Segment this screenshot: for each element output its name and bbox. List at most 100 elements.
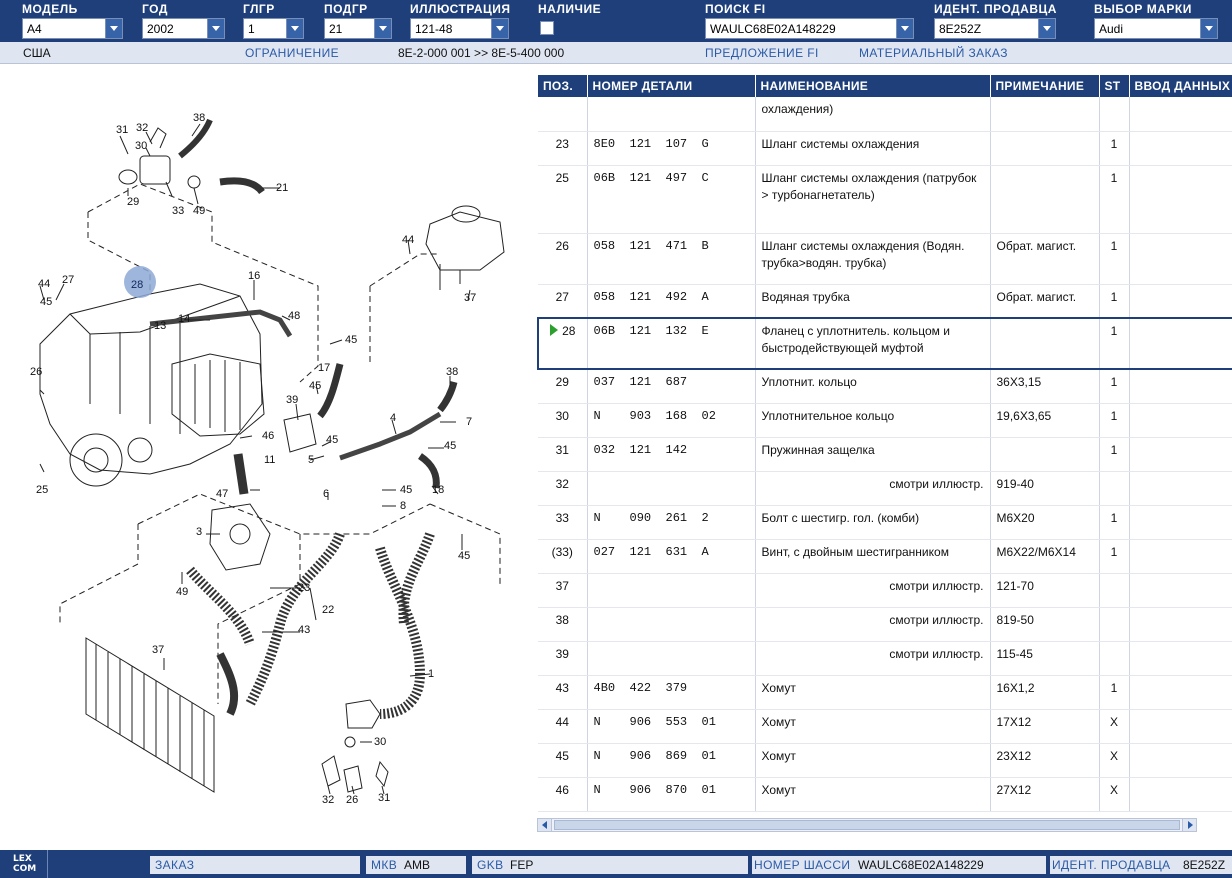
cell-data-entry[interactable] — [1129, 97, 1232, 132]
callout-label[interactable]: 26 — [346, 794, 359, 806]
illustration-select[interactable]: 121-48 — [410, 18, 509, 39]
cell-data-entry[interactable] — [1129, 233, 1232, 285]
cell-part-number[interactable]: 4B0 422 379 — [587, 675, 756, 710]
callout-label[interactable]: 26 — [30, 366, 43, 378]
horizontal-scrollbar[interactable] — [537, 818, 1197, 832]
cell-data-entry[interactable] — [1129, 437, 1232, 472]
cell-data-entry[interactable] — [1129, 573, 1232, 608]
material-order-link[interactable]: МАТЕРИАЛЬНЫЙ ЗАКАЗ — [859, 46, 1008, 60]
brand-select[interactable]: Audi — [1094, 18, 1218, 39]
callout-label[interactable]: 22 — [322, 604, 335, 616]
cell-part-number[interactable] — [587, 97, 756, 132]
cell-part-number[interactable] — [587, 607, 756, 642]
see-illustration-link[interactable]: смотри иллюстр. — [889, 612, 984, 627]
callout-label[interactable]: 45 — [458, 550, 471, 562]
callout-label[interactable]: 7 — [466, 416, 473, 428]
cell-data-entry[interactable] — [1129, 471, 1232, 506]
cell-data-entry[interactable] — [1129, 743, 1232, 778]
callout-label[interactable]: 38 — [193, 112, 206, 124]
callout-label[interactable]: 38 — [446, 366, 459, 378]
cell-data-entry[interactable] — [1129, 709, 1232, 744]
cell-part-number[interactable]: 058 121 471 B — [587, 233, 756, 285]
callout-label[interactable]: 39 — [286, 394, 299, 406]
callout-label[interactable]: 45 — [309, 380, 322, 392]
callout-label[interactable]: 23 — [298, 582, 311, 594]
callout-label[interactable]: 49 — [193, 205, 206, 217]
callout-label[interactable]: 18 — [432, 484, 445, 496]
cell-part-number[interactable] — [587, 641, 756, 676]
callout-label[interactable]: 30 — [135, 140, 148, 152]
cell-illustration-ref[interactable]: 121-70 — [990, 573, 1100, 608]
callout-label[interactable]: 48 — [288, 310, 301, 322]
chevron-down-icon[interactable] — [286, 19, 303, 38]
cell-data-entry[interactable] — [1129, 369, 1232, 404]
see-illustration-link[interactable]: смотри иллюстр. — [889, 476, 984, 491]
parts-diagram[interactable]: 38 31 32 30 21 29 33 49 28 44 16 27 45 1… — [0, 64, 528, 850]
column-header-st[interactable]: ST — [1099, 75, 1130, 97]
cell-data-entry[interactable] — [1129, 641, 1232, 676]
callout-label[interactable]: 44 — [38, 278, 51, 290]
chevron-down-icon[interactable] — [207, 19, 224, 38]
cell-illustration-ref[interactable]: 819-50 — [990, 607, 1100, 642]
column-header-note[interactable]: ПРИМЕЧАНИЕ — [990, 75, 1100, 97]
cell-data-entry[interactable] — [1129, 505, 1232, 540]
highlighted-callout-label[interactable]: 28 — [131, 279, 144, 291]
callout-label[interactable]: 37 — [464, 292, 477, 304]
scroll-left-icon[interactable] — [538, 819, 552, 831]
cell-illustration-ref[interactable]: 919-40 — [990, 471, 1100, 506]
callout-label[interactable]: 44 — [402, 234, 415, 246]
callout-label[interactable]: 5 — [308, 454, 315, 466]
cell-data-entry[interactable] — [1129, 284, 1232, 319]
see-illustration-link[interactable]: смотри иллюстр. — [889, 646, 984, 661]
subgroup-select[interactable]: 21 — [324, 18, 392, 39]
table-row[interactable]: охлаждения) — [538, 97, 1232, 132]
chevron-down-icon[interactable] — [374, 19, 391, 38]
callout-label[interactable]: 11 — [264, 454, 276, 466]
cell-part-number[interactable]: N 090 261 2 — [587, 505, 756, 540]
cell-data-entry[interactable] — [1129, 539, 1232, 574]
scrollbar-thumb[interactable] — [554, 820, 1180, 830]
cell-part-number[interactable]: N 906 553 01 — [587, 709, 756, 744]
callout-label[interactable]: 45 — [444, 440, 457, 452]
chevron-down-icon[interactable] — [1200, 19, 1217, 38]
cell-part-number[interactable]: 037 121 687 — [587, 369, 756, 404]
see-illustration-link[interactable]: смотри иллюстр. — [889, 578, 984, 593]
cell-part-number[interactable]: 8E0 121 107 G — [587, 131, 756, 166]
callout-label[interactable]: 49 — [176, 586, 189, 598]
group-select[interactable]: 1 — [243, 18, 304, 39]
cell-part-number[interactable]: 058 121 492 A — [587, 284, 756, 319]
callout-label[interactable]: 31 — [116, 124, 129, 136]
chevron-down-icon[interactable] — [105, 19, 122, 38]
callout-label[interactable]: 45 — [345, 334, 358, 346]
callout-label[interactable]: 45 — [400, 484, 413, 496]
column-header-name[interactable]: НАИМЕНОВАНИЕ — [755, 75, 991, 97]
cell-part-number[interactable]: N 906 869 01 — [587, 743, 756, 778]
restriction-link[interactable]: ОГРАНИЧЕНИЕ — [245, 46, 340, 60]
column-header-part-no[interactable]: НОМЕР ДЕТАЛИ — [587, 75, 756, 97]
callout-label[interactable]: 1 — [428, 668, 435, 680]
callout-label[interactable]: 3 — [196, 526, 203, 538]
callout-label[interactable]: 14 — [178, 313, 191, 325]
callout-label[interactable]: 45 — [40, 296, 53, 308]
callout-label[interactable]: 31 — [378, 792, 391, 804]
callout-label[interactable]: 16 — [248, 270, 261, 282]
chevron-down-icon[interactable] — [491, 19, 508, 38]
callout-label[interactable]: 29 — [127, 196, 140, 208]
callout-label[interactable]: 47 — [216, 488, 229, 500]
callout-label[interactable]: 25 — [36, 484, 49, 496]
availability-checkbox[interactable] — [540, 21, 554, 35]
